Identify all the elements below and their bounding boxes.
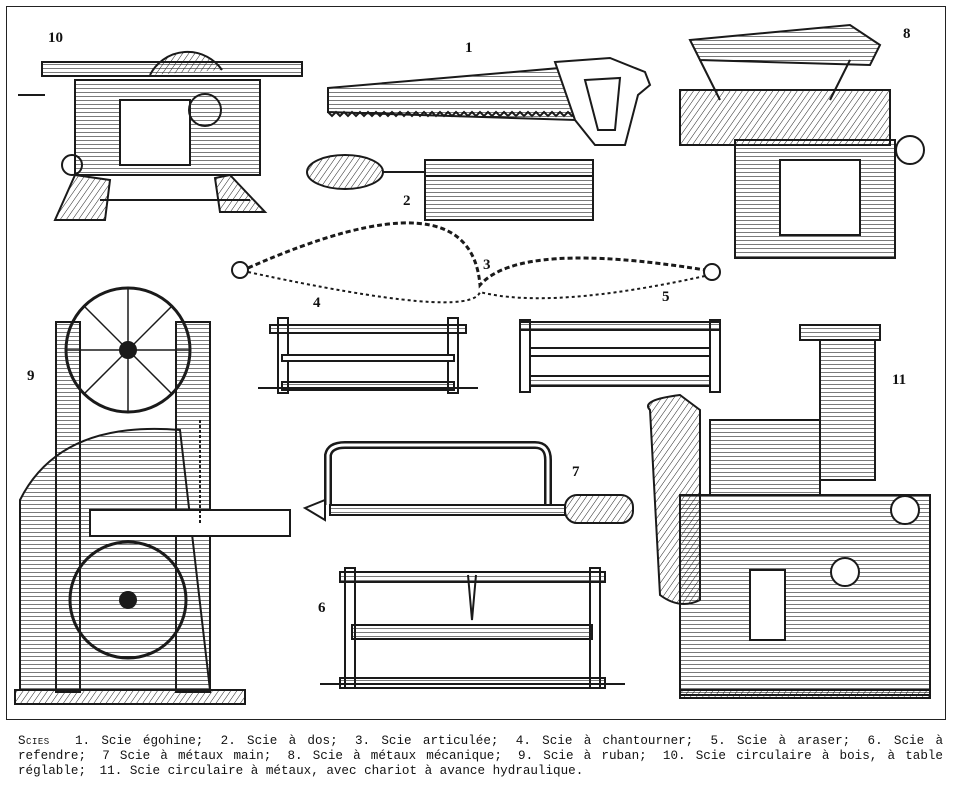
plate-caption: Scies 1. Scie égohine; 2. Scie à dos; 3.… [18, 734, 943, 779]
mechanical-metal-saw-machine [679, 23, 925, 259]
caption-item: 4. Scie à chantourner; [515, 734, 694, 748]
caption-item: 11. Scie circulaire à métaux, avec chari… [99, 764, 584, 778]
caption-item: 3. Scie articulée; [354, 734, 499, 748]
caption-item: 10. Scie circulaire à bois, à table régl… [18, 749, 943, 778]
figure-number-4: 4 [313, 295, 321, 311]
caption-item: 2. Scie à dos; [220, 734, 338, 748]
handsaw [327, 56, 652, 146]
caption-item: 5. Scie à araser; [710, 734, 851, 748]
circular-wood-saw-machine [18, 50, 303, 221]
rip-saw [320, 567, 625, 689]
figure-number-3: 3 [483, 257, 491, 273]
figure-number-2: 2 [403, 193, 411, 209]
fret-saw [258, 317, 478, 394]
back-saw [306, 154, 594, 221]
figure-number-6: 6 [318, 600, 326, 616]
figure-number-1: 1 [465, 40, 473, 56]
figure-number-8: 8 [903, 26, 911, 42]
circular-metal-saw-machine [647, 324, 931, 699]
tenon-saw [519, 319, 721, 393]
figure-number-11: 11 [892, 372, 907, 388]
figure-number-5: 5 [662, 289, 670, 305]
caption-item: 8. Scie à métaux mécanique; [287, 749, 502, 763]
hacksaw [302, 441, 634, 524]
band-saw-machine [14, 286, 291, 705]
figure-number-7: 7 [572, 464, 580, 480]
figure-number-9: 9 [27, 368, 35, 384]
caption-item: 1. Scie égohine; [74, 734, 204, 748]
figure-number-10: 10 [48, 30, 63, 46]
caption-item: 9. Scie à ruban; [518, 749, 647, 763]
caption-title: Scies [18, 734, 50, 748]
articulated-chain-saw [231, 221, 721, 304]
caption-item: 6. Scie à refendre; [18, 734, 944, 763]
caption-item: 7 Scie à métaux main; [102, 749, 272, 763]
